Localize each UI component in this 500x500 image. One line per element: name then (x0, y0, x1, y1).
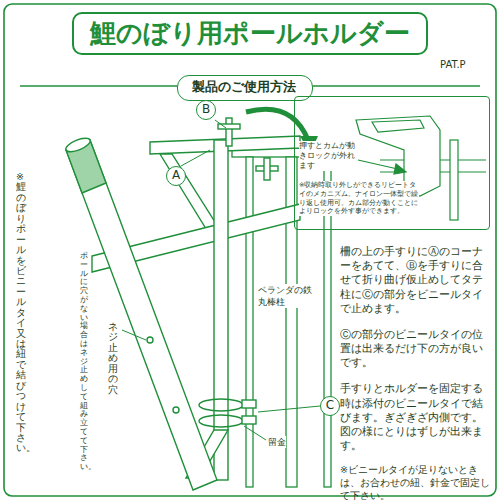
vertical-note: ※鯉のぼりポールをビニールタイ又は紐で結びつけて下さい。 (16, 172, 26, 454)
title-box: 鯉のぼり用ポールホルダー (72, 12, 428, 55)
inset-caption: 押すとカムが動きロックが外れます (299, 141, 357, 171)
section-heading: 製品のご使用方法 (177, 75, 313, 101)
instruction-text: 手すりとホルダーを固定する時は添付のビニールタイで結びます。ぎざぎざ内側です。図… (340, 381, 490, 452)
part-label: 留金 (268, 436, 286, 448)
drawing-stroke (215, 120, 226, 128)
instruction-text: 柵の上の手すりにⒶのコーナーをあてて、Ⓑを手すりに合せて折り曲げ仮止めしてタテ柱… (340, 244, 490, 315)
instruction-text: Ⓒの部分のビニールタイの位置は出来るだけ下の方が良いです。 (340, 327, 490, 370)
instruction-note: ※ビニールタイが足りないときは、お合わせの紐、針金で固定して下さい。 (340, 464, 490, 500)
drawing-stroke (372, 120, 424, 132)
drawing-stroke (173, 407, 179, 413)
drawing-stroke (258, 406, 320, 412)
callout-circle: B (196, 100, 216, 120)
hole-label: ネジ止め用の穴 (108, 322, 118, 395)
drawing-stroke (66, 140, 217, 490)
drawing-stroke (264, 158, 270, 180)
drawing-stroke (4, 4, 496, 496)
drawing-stroke (450, 140, 458, 220)
drawing-stroke (244, 426, 266, 440)
title-text: 鯉のぼり用ポールホルダー (74, 14, 426, 53)
callout-letter: C (321, 397, 339, 414)
patent-mark: PAT.P (440, 58, 466, 72)
koinobori-pole (64, 135, 217, 490)
callout-letter: A (167, 167, 185, 184)
drawing-stroke (246, 157, 253, 487)
vinyl-tie (199, 399, 256, 427)
inset-note: ※収納時取り外しができるリピートタイのメカニズム。ナイロン一体型で繰り返し使用可… (299, 181, 419, 216)
part-label: ベランダの鉄丸棒柱 (258, 284, 320, 308)
drawing-stroke (242, 400, 256, 408)
drawing-stroke (147, 337, 153, 343)
drawing-stroke (394, 164, 406, 174)
drawing-stroke (199, 415, 243, 427)
heading-text: 製品のご使用方法 (178, 76, 312, 98)
drawing-stroke (122, 330, 146, 340)
detail-inset: 押すとカムが動きロックが外れます ※収納時取り外しができるリピートタイのメカニズム… (294, 96, 490, 230)
drawing-stroke (160, 154, 220, 232)
drawing-stroke (64, 135, 92, 154)
leader-lines (122, 120, 320, 440)
drawing-stroke (214, 140, 228, 480)
frame (4, 4, 496, 496)
drawing-stroke (199, 399, 243, 411)
drawing-stroke (242, 416, 256, 424)
callout-circle: A (166, 166, 186, 186)
drawing-stroke (181, 150, 210, 166)
drawing-stroke (226, 118, 232, 146)
callout-circle: C (320, 396, 340, 416)
drawing-stroke (246, 109, 308, 140)
callout-letter: B (197, 101, 215, 118)
vertical-note: ポールに穴がない場合はネジ止めして組み立てて下さい。 (80, 252, 88, 472)
